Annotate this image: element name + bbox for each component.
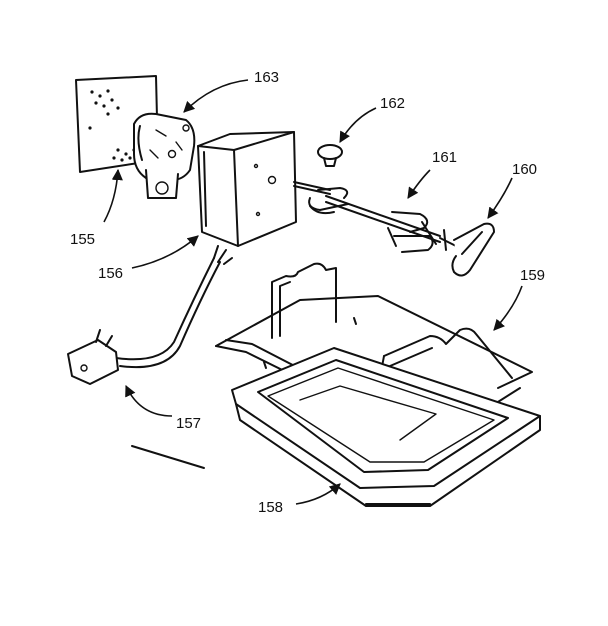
part-157-cord [67,245,233,385]
leader-160 [487,177,513,219]
label-158: 158 [258,499,283,516]
leader-157 [125,384,173,417]
label-161: 161 [432,149,457,166]
leader-162 [339,107,377,143]
callout-labels: 155 156 157 158 159 160 161 162 163 [70,69,545,516]
part-162-screw [317,144,343,167]
leader-163 [183,79,249,113]
label-159: 159 [520,267,545,284]
part-160-handle [439,222,495,277]
leader-155 [103,168,123,223]
part-161-spit [308,187,441,253]
ground-line [131,445,205,469]
label-155: 155 [70,231,95,248]
label-157: 157 [176,415,201,432]
leader-158 [295,483,341,505]
label-156: 156 [98,265,123,282]
part-163-switch [133,112,196,199]
label-160: 160 [512,161,537,178]
callout-leaders [103,79,523,505]
label-162: 162 [380,95,405,112]
leader-161 [407,169,431,199]
label-163: 163 [254,69,279,86]
leader-156 [131,235,199,269]
leader-159 [493,285,523,331]
part-158-pan [231,347,541,507]
part-156-motor [197,131,331,247]
